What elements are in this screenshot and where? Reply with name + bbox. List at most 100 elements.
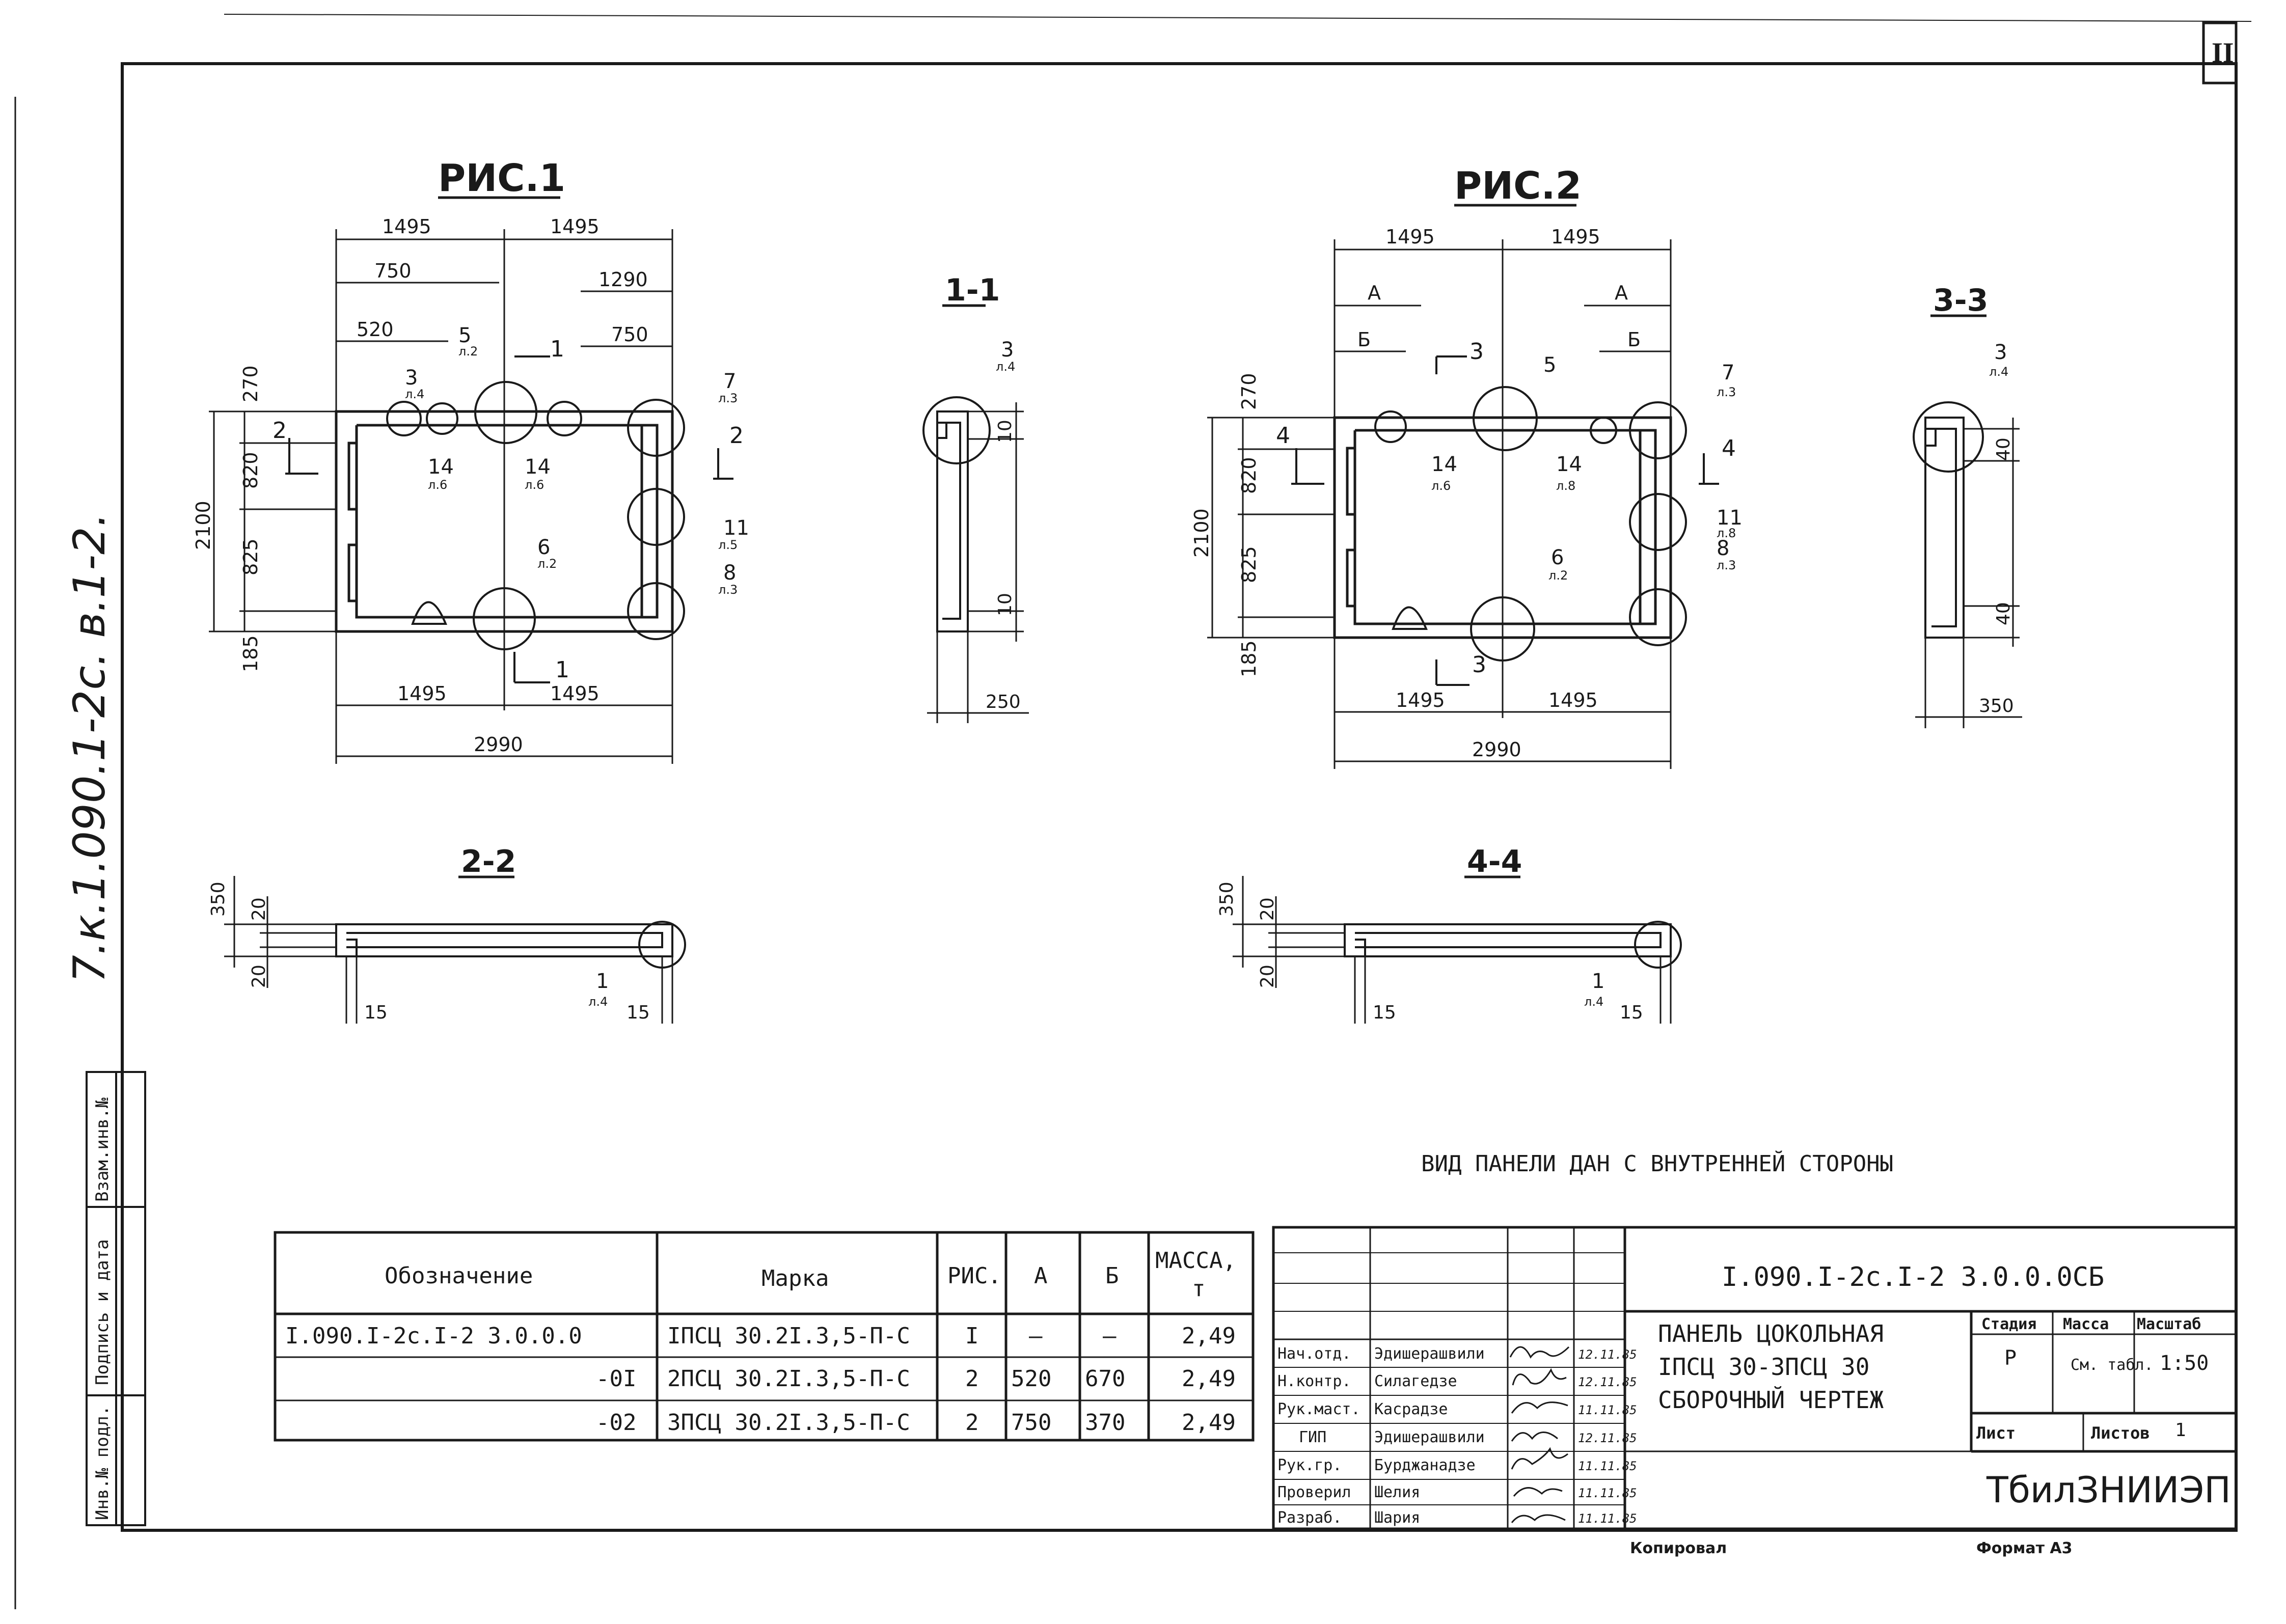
sec44-dim-350: 350 [1216,882,1237,917]
sign-date-3: 11.11.85 [1578,1403,1637,1417]
sign-role-1: Нач.отд. [1277,1345,1351,1363]
spec-row3-a: 750 [1011,1410,1051,1436]
section-2-2: 2-2 350 20 20 15 15 1 л.4 [208,844,686,1024]
fig2-dim-a-left: А [1368,282,1381,304]
mass-label: Масса [2063,1315,2109,1333]
fig1-callout-6-sheet: л.2 [537,557,557,571]
title-block-grid [1272,1226,2238,1530]
mass-value: См. табл. [2071,1356,2154,1374]
spec-row2-b: 670 [1085,1366,1125,1392]
spec-header-a: А [1034,1263,1048,1289]
sec11-callout-3-sheet: л.4 [996,360,1015,374]
fig1-callout-11: 11 [723,516,749,540]
spec-row1-fig: I [965,1323,979,1349]
sign-date-1: 12.11.85 [1578,1347,1637,1362]
section-3-3: 3-3 40 40 350 3 л.4 [1913,283,2022,728]
fig1-callout-14a: 14 [428,455,454,479]
title-line-2: IПСЦ 30-3ПСЦ 30 [1658,1353,1869,1381]
spec-header-mass-unit: т [1192,1276,1206,1302]
fig1-callout-circles [386,381,685,650]
spec-row3-designation: -02 [596,1410,636,1436]
spec-table-grid [274,1231,1255,1442]
sec22-callout-1-sheet: л.4 [588,995,608,1009]
fig1-dim-2100: 2100 [192,501,214,550]
stage-value: Р [2004,1346,2017,1370]
spec-header-fig: РИС. [947,1263,1001,1289]
side-code: 7.к.1.090.1-2с. в.1-2. [64,513,115,983]
fig1-callout-6: 6 [537,536,550,559]
sheet-label: Лист [1976,1423,2016,1443]
sign-role-6: Проверил [1277,1483,1351,1501]
sec22-dim-350: 350 [208,882,229,917]
sign-role-5: Рук.гр. [1277,1456,1342,1474]
sign-name-4: Эдишерашвили [1374,1428,1485,1446]
spec-row3-b: 370 [1085,1410,1125,1436]
fig2-dim-top-right: 1495 [1551,226,1600,248]
fig1-cut-2-right: 2 [729,423,744,449]
fig2-callout-7: 7 [1722,361,1734,384]
footer-copied-by: Копировал [1630,1539,1727,1557]
fig2-dim-820: 820 [1238,457,1260,494]
fig1-callout-3: 3 [405,366,418,390]
organization: ТбилЗНИИЭП [1986,1469,2231,1511]
spec-row3-fig: 2 [965,1410,979,1436]
fig2-dim-b-left: Б [1357,328,1371,351]
fig2-cut-4-right: 4 [1722,435,1736,461]
fig1-dim-520: 520 [357,318,394,341]
fig1-cut-2-left: 2 [273,418,287,444]
fig2-callout-6-sheet: л.2 [1548,568,1568,583]
fig1-callout-8-sheet: л.3 [718,583,738,597]
sheets-label: Листов [2091,1423,2150,1443]
stamp-cell-sign: Подпись и дата [92,1239,113,1385]
sec22-title: 2-2 [461,844,516,879]
sec11-callout-3: 3 [1001,338,1014,362]
sec44-title: 4-4 [1467,844,1522,879]
fig2-title: РИС.2 [1454,164,1582,208]
stamp-cell-replace: Взам.инв.№ [92,1097,113,1202]
sheet-frame [14,14,2252,1609]
fig1-dim-1290: 1290 [598,268,648,291]
sign-date-5: 11.11.85 [1578,1459,1637,1473]
sign-role-4: ГИП [1299,1428,1326,1446]
spec-row1-a: — [1029,1323,1043,1349]
sec33-title: 3-3 [1933,283,1988,318]
fig2-cut-3-bottom: 3 [1472,652,1486,678]
fig1-dim-top-left: 1495 [382,215,431,238]
fig1-dim-750b: 750 [611,323,648,346]
view-note: ВИД ПАНЕЛИ ДАН С ВНУТРЕННЕЙ СТОРОНЫ [1421,1150,1893,1177]
spec-row2-mass: 2,49 [1182,1366,1236,1392]
fig2-cut-3-top: 3 [1469,339,1484,365]
spec-row1-b: — [1103,1323,1117,1349]
fig2-dim-total: 2990 [1472,738,1521,761]
fig1-callout-8: 8 [723,561,736,585]
sec22-dim-15-left: 15 [364,1002,388,1023]
fig1-callout-5-sheet: л.2 [458,344,478,359]
fig2-dim-bottom-right: 1495 [1548,689,1598,711]
fig1-callout-14a-sheet: л.6 [428,478,447,492]
sec33-dim-40-top: 40 [1993,437,2014,461]
spec-header-mark: Марка [761,1265,829,1291]
fig2-cut-4-left: 4 [1276,423,1290,449]
sec44-callout-1: 1 [1592,970,1604,993]
spec-row1-mass: 2,49 [1182,1323,1236,1349]
sec11-dim-250: 250 [986,692,1021,712]
fig1-dim-total: 2990 [474,733,523,756]
fig1-dim-185: 185 [239,635,262,672]
scale-value: 1:50 [2160,1352,2209,1375]
fig2-dim-bottom-left: 1495 [1396,689,1445,711]
sec44-dim-15-right: 15 [1620,1002,1643,1023]
fig2-dim-185: 185 [1238,640,1260,677]
fig1-callout-11-sheet: л.5 [718,538,738,552]
sec44-dim-15-left: 15 [1373,1002,1396,1023]
fig1-dim-820: 820 [239,452,262,489]
fig2-callout-5: 5 [1543,353,1556,377]
section-4-4: 4-4 350 20 20 15 15 1 л.4 [1216,844,1682,1024]
fig2-callout-7-sheet: л.3 [1717,385,1736,399]
sign-name-2: Силагедзе [1374,1372,1457,1390]
fig1-dim-bottom-right: 1495 [550,682,600,705]
left-margin-stamp [86,1071,146,1526]
sign-date-2: 12.11.85 [1578,1375,1637,1389]
sign-name-1: Эдишерашвили [1374,1345,1485,1363]
doc-code: I.090.I-2с.I-2 3.0.0.0СБ [1722,1262,2104,1292]
